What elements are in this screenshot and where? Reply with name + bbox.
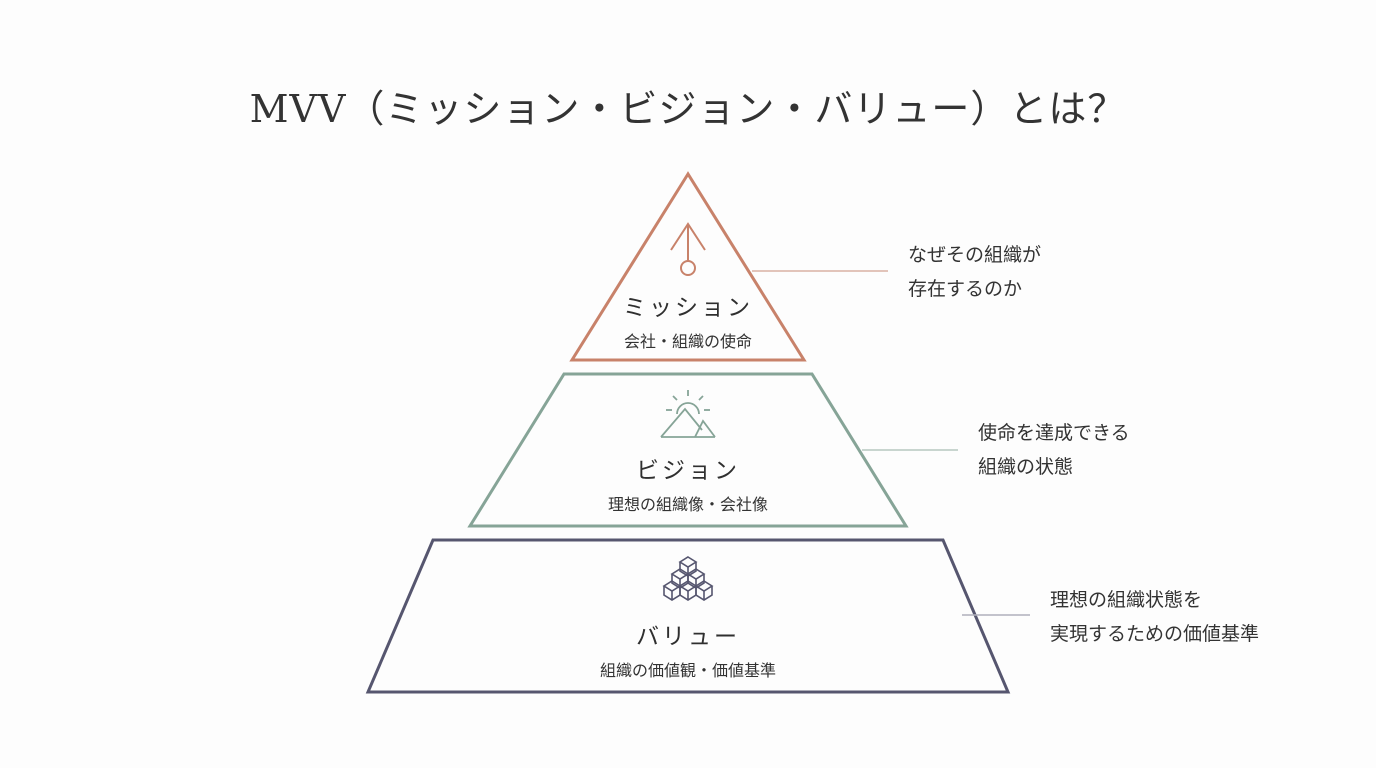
mission-label: ミッション 会社・組織の使命 bbox=[538, 288, 838, 352]
mission-subtitle: 会社・組織の使命 bbox=[623, 332, 752, 351]
vision-label: ビジョン 理想の組織像・会社像 bbox=[538, 451, 838, 515]
vision-title: ビジョン bbox=[636, 458, 740, 484]
sun-mountain-icon bbox=[660, 390, 716, 438]
value-subtitle: 組織の価値観・価値基準 bbox=[599, 661, 776, 680]
vision-description: 使命を達成できる 組織の状態 bbox=[978, 416, 1130, 484]
description-line: 組織の状態 bbox=[978, 456, 1074, 478]
mission-tier bbox=[569, 171, 807, 362]
mission-description: なぜその組織が 存在するのか bbox=[908, 238, 1041, 306]
vision-subtitle: 理想の組織像・会社像 bbox=[607, 495, 768, 514]
value-tier bbox=[365, 538, 1011, 694]
value-label: バリュー 組織の価値観・価値基準 bbox=[538, 617, 838, 681]
value-description: 理想の組織状態を 実現するための価値基準 bbox=[1050, 583, 1259, 651]
arrow-up-circle-icon bbox=[670, 222, 706, 276]
mission-title: ミッション bbox=[623, 295, 753, 321]
value-title: バリュー bbox=[636, 624, 740, 650]
description-line: 実現するための価値基準 bbox=[1050, 623, 1260, 645]
stacked-cubes-icon bbox=[662, 556, 714, 601]
page-title: MVV（ミッション・ビジョン・バリュー）とは？ bbox=[249, 87, 1127, 131]
description-line: 使命を達成できる bbox=[978, 422, 1130, 444]
description-line: 理想の組織状態を bbox=[1050, 589, 1203, 611]
vision-tier bbox=[467, 372, 909, 528]
description-line: 存在するのか bbox=[908, 278, 1023, 300]
description-line: なぜその組織が bbox=[908, 244, 1042, 266]
